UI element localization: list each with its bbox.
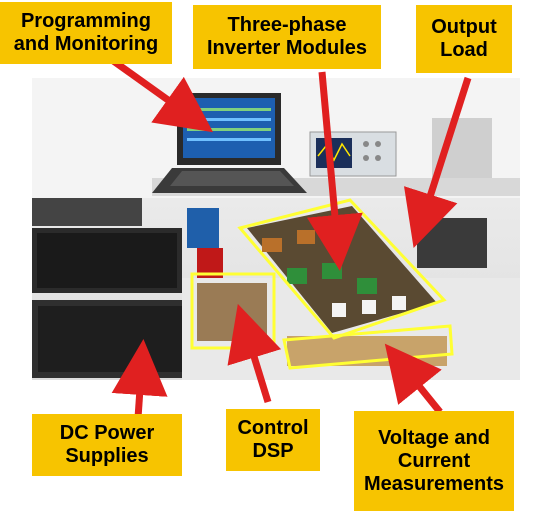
- arrow-dc-power: [111, 339, 168, 419]
- label-control-dsp-text: Control DSP: [237, 417, 309, 462]
- label-dc-power-text: DC Power Supplies: [59, 422, 155, 467]
- arrow-inverter: [306, 71, 363, 271]
- red-box: [197, 248, 223, 282]
- label-inverter-text: Three-phase Inverter Modules: [206, 14, 368, 59]
- inverter-highlight: [237, 198, 447, 340]
- label-programming-text: Programming and Monitoring: [13, 10, 159, 55]
- label-voltage-current-text: Voltage and Current Measurements: [363, 426, 505, 495]
- label-output-load: Output Load: [416, 5, 512, 73]
- label-voltage-current: Voltage and Current Measurements: [354, 411, 514, 511]
- label-control-dsp: Control DSP: [226, 409, 320, 471]
- arrow-control-dsp: [227, 303, 282, 404]
- label-dc-power-supplies: DC Power Supplies: [32, 414, 182, 476]
- oscilloscope: [309, 131, 397, 177]
- control-box: [187, 208, 219, 248]
- label-output-text: Output Load: [431, 16, 497, 61]
- arrow-output: [403, 76, 472, 249]
- arrow-voltage-current: [384, 343, 443, 415]
- label-inverter-modules: Three-phase Inverter Modules: [193, 5, 381, 69]
- measurement-highlight: [282, 324, 454, 370]
- lab-bench-photo: [32, 78, 520, 380]
- arrow-programming: [109, 57, 214, 133]
- label-programming-monitoring: Programming and Monitoring: [0, 2, 172, 64]
